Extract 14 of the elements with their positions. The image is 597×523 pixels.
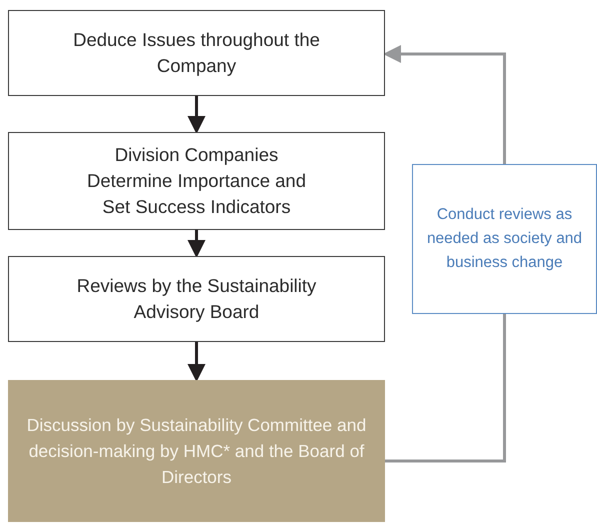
node-text: Reviews by the Sustainability Advisory Board	[76, 274, 318, 324]
decision-box	[8, 380, 385, 522]
arrow	[188, 96, 206, 134]
node-text: Conduct reviews as needed as society and business change	[426, 205, 584, 273]
process-box	[8, 10, 385, 96]
process-box	[8, 132, 385, 230]
arrow	[188, 342, 206, 382]
arrow	[383, 45, 506, 164]
arrow	[188, 230, 206, 258]
note-box	[412, 164, 597, 314]
node-text: Deduce Issues throughout the Company	[72, 28, 321, 78]
node-text: Division Companies Determine Importance and Set Success Indicators	[86, 143, 308, 219]
process-box	[8, 256, 385, 342]
node-text: Discussion by Sustainability Committee and decision-making by HMC* and the Board of Directors	[26, 414, 368, 489]
